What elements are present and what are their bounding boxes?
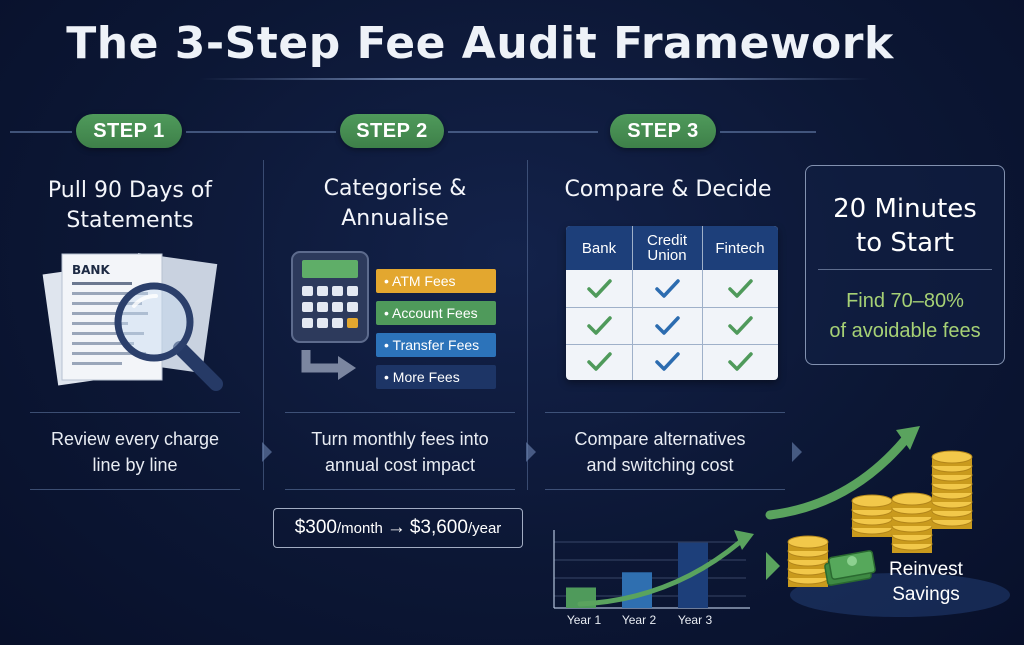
description-line: Turn monthly fees into	[311, 429, 489, 449]
callout-title-line: 20 Minutes	[833, 194, 977, 224]
reinvest-line: Reinvest	[889, 559, 963, 580]
description-line: Review every charge	[50, 429, 220, 449]
chart-x-label: Year 2	[621, 613, 657, 627]
heading-line: Statements	[66, 208, 194, 233]
fee-category-list: • ATM Fees • Account Fees • Transfer Fee…	[376, 269, 496, 389]
step-2-description: Turn monthly fees into annual cost impac…	[285, 426, 515, 478]
coin-stacks-icon	[787, 450, 973, 587]
calculator-illustration	[291, 251, 369, 380]
heading-line: Pull 90 Days of	[47, 178, 213, 203]
example-yearly-amount: $3,600	[409, 517, 468, 538]
chevron-right-icon	[526, 442, 536, 462]
big-growth-arrowhead-icon	[896, 426, 920, 450]
big-growth-arrow	[765, 435, 910, 520]
coin-top	[787, 535, 829, 549]
callout-box: 20 Minutes to Start Find 70–80% of avoid…	[805, 165, 1005, 365]
reinvest-savings-label: Reinvest Savings	[880, 557, 972, 607]
step-1-description: Review every charge line by line	[25, 426, 245, 478]
step-3-heading: Compare & Decide	[545, 175, 791, 205]
step-3-description: Compare alternatives and switching cost	[545, 426, 775, 478]
check-icon	[728, 279, 753, 298]
page-title: The 3-Step Fee Audit Framework	[66, 18, 894, 69]
column-header-fintech: Fintech	[715, 239, 765, 257]
comparison-table: Bank Credit Union Fintech	[566, 226, 778, 380]
step-rule	[720, 131, 816, 133]
callout-note-line: Find 70–80%	[846, 290, 964, 312]
step-3-badge: STEP 3	[610, 114, 716, 148]
coin-top	[891, 492, 933, 506]
check-icon	[655, 352, 680, 371]
step-1-badge: STEP 1	[76, 114, 182, 148]
magnifier-icon	[114, 282, 223, 391]
fee-category-transfer: • Transfer Fees	[376, 333, 496, 357]
description-line: annual cost impact	[324, 455, 476, 475]
check-icon	[655, 316, 680, 335]
savings-growth-chart	[553, 530, 754, 609]
fee-category-atm: • ATM Fees	[376, 269, 496, 293]
step-2-heading: Categorise & Annualise	[285, 174, 505, 234]
step-rule	[448, 131, 598, 133]
column-header-credit-union: Credit Union	[646, 232, 687, 264]
cash-bundle-icon	[824, 550, 876, 586]
growth-trend-arrow	[577, 539, 743, 607]
chart-x-label: Year 1	[566, 613, 602, 627]
heading-line: Compare & Decide	[564, 177, 772, 202]
check-icon	[587, 316, 612, 335]
title-underline	[200, 78, 870, 80]
heading-line: Annualise	[341, 206, 449, 231]
description-line: Compare alternatives	[574, 429, 746, 449]
description-line: and switching cost	[586, 455, 734, 475]
example-arrow: →	[386, 517, 406, 538]
bank-doc-label: BANK	[72, 263, 110, 277]
callout-note-line: of avoidable fees	[829, 320, 981, 342]
example-monthly-unit: /month	[336, 519, 383, 537]
example-yearly-unit: /year	[467, 519, 502, 537]
arrow-right-icon	[301, 350, 356, 380]
growth-arrowhead-icon	[734, 530, 754, 550]
check-icon	[587, 279, 612, 298]
check-icon	[728, 316, 753, 335]
step-rule	[10, 131, 72, 133]
fee-category-more: • More Fees	[376, 365, 496, 389]
chart-x-label: Year 3	[677, 613, 713, 627]
fee-category-account: • Account Fees	[376, 301, 496, 325]
heading-line: Categorise &	[323, 176, 467, 201]
example-monthly-amount: $300	[294, 517, 337, 538]
check-icon	[728, 352, 753, 371]
chevron-right-icon	[262, 442, 272, 462]
coin-top	[931, 450, 973, 464]
callout-title: 20 Minutes to Start	[806, 192, 1004, 260]
check-grid	[587, 279, 753, 371]
chevron-right-icon	[792, 442, 802, 462]
arrow-right-icon	[766, 552, 780, 580]
check-icon	[587, 352, 612, 371]
calculator-icon	[291, 251, 369, 343]
callout-title-line: to Start	[856, 228, 954, 258]
check-icon	[655, 279, 680, 298]
step-1-heading: Pull 90 Days of Statements	[20, 176, 240, 236]
reinvest-line: Savings	[892, 584, 960, 605]
annualise-example: $300/month→$3,600/year	[273, 508, 523, 548]
reinvest-illustration	[765, 426, 1010, 617]
step-rule	[186, 131, 336, 133]
coin-top	[851, 494, 893, 508]
step-2-badge: STEP 2	[340, 114, 444, 148]
column-divider	[263, 160, 264, 490]
statements-magnifier-illustration: BANK	[42, 252, 223, 391]
callout-note: Find 70–80% of avoidable fees	[806, 286, 1004, 346]
column-header-bank: Bank	[581, 239, 617, 257]
comparison-table-header	[566, 226, 778, 270]
column-divider	[527, 160, 528, 490]
description-line: line by line	[92, 455, 178, 475]
